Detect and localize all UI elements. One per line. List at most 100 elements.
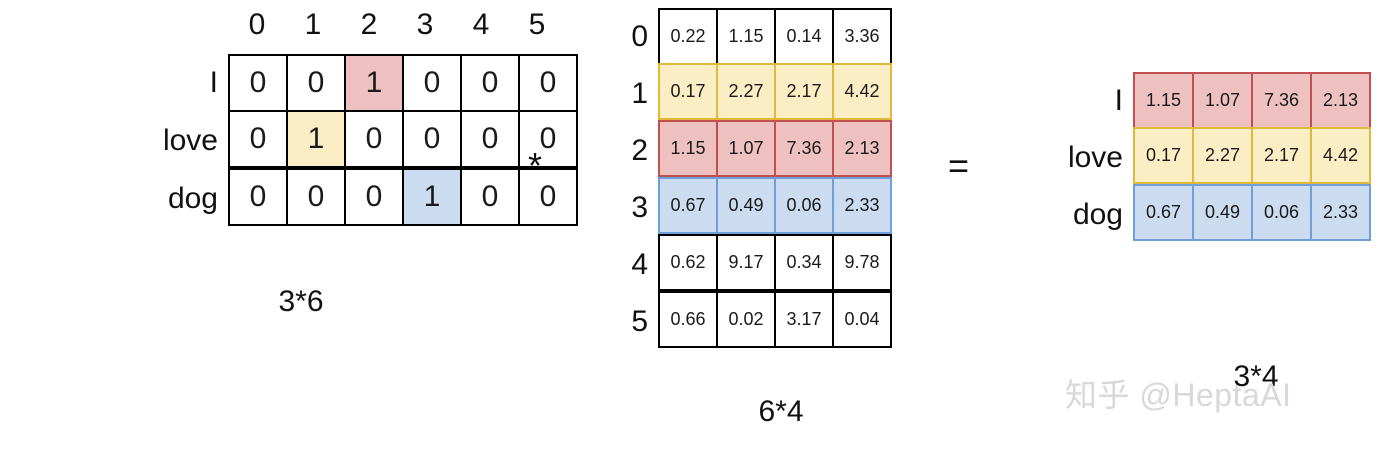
result-cell: 0.67	[1133, 184, 1194, 241]
embedding-cell: 9.17	[716, 234, 776, 291]
result-cell: 2.33	[1310, 184, 1371, 241]
embedding-row-label: 5	[631, 304, 648, 338]
embedding-cell: 2.27	[716, 63, 776, 120]
embedding-cell: 0.14	[774, 8, 834, 65]
one-hot-row-label: love	[162, 124, 218, 157]
result-cell: 0.49	[1192, 184, 1253, 241]
result-cell: 7.36	[1251, 72, 1312, 129]
result-row-label: I	[1114, 83, 1123, 117]
embedding-cell: 0.66	[658, 291, 718, 348]
one-hot-cell: 0	[402, 110, 462, 168]
result-row-label: dog	[1072, 197, 1123, 231]
result-cell: 1.07	[1192, 72, 1253, 129]
embedding-cell: 0.34	[774, 234, 834, 291]
embedding-cell: 0.02	[716, 291, 776, 348]
one-hot-col-header: 2	[360, 8, 378, 41]
embedding-row-label: 4	[631, 247, 648, 281]
one-hot-cell: 0	[344, 168, 404, 226]
embedding-cell: 4.42	[832, 63, 892, 120]
one-hot-cell: 1	[286, 110, 346, 168]
one-hot-col-header: 1	[304, 8, 322, 41]
one-hot-cell: 1	[344, 54, 404, 112]
embedding-cell: 7.36	[774, 120, 834, 177]
embedding-cell: 0.17	[658, 63, 718, 120]
one-hot-cell: 1	[402, 168, 462, 226]
result-cell: 0.17	[1133, 127, 1194, 184]
embedding-row-label: 1	[631, 76, 648, 110]
result-caption: 3*4	[1233, 360, 1279, 393]
one-hot-cell: 0	[344, 110, 404, 168]
one-hot-col-header: 5	[528, 8, 546, 41]
one-hot-col-header: 4	[472, 8, 490, 41]
one-hot-cell: 0	[402, 54, 462, 112]
embedding-cell: 1.15	[716, 8, 776, 65]
embedding-cell: 3.36	[832, 8, 892, 65]
embedding-cell: 9.78	[832, 234, 892, 291]
result-row-label: love	[1067, 140, 1123, 174]
one-hot-row-label: I	[209, 66, 218, 99]
one-hot-cell: 0	[460, 110, 520, 168]
one-hot-cell: 0	[518, 110, 578, 168]
one-hot-cell: 0	[286, 54, 346, 112]
embedding-cell: 1.07	[716, 120, 776, 177]
embedding-cell: 0.06	[774, 177, 834, 234]
one-hot-column-headers: 0 1 2 3 4 5	[120, 10, 578, 54]
equals-operator: =	[948, 145, 970, 186]
result-cell: 0.06	[1251, 184, 1312, 241]
embedding-cell: 3.17	[774, 291, 834, 348]
one-hot-cell: 0	[460, 54, 520, 112]
embedding-row-label: 2	[631, 133, 648, 167]
embedding-cell: 2.17	[774, 63, 834, 120]
multiply-operator: *	[528, 145, 543, 186]
result-cell: 2.27	[1192, 127, 1253, 184]
one-hot-cell: 0	[228, 110, 288, 168]
one-hot-row-label: dog	[167, 182, 218, 215]
one-hot-col-header: 3	[416, 8, 434, 41]
one-hot-cell: 0	[518, 54, 578, 112]
one-hot-col-header: 0	[248, 8, 266, 41]
embedding-row-label: 0	[631, 19, 648, 53]
one-hot-cell: 0	[228, 168, 288, 226]
embedding-cell: 0.22	[658, 8, 718, 65]
embedding-caption: 6*4	[758, 395, 804, 428]
embedding-cell: 2.33	[832, 177, 892, 234]
result-cell: 4.42	[1310, 127, 1371, 184]
result-cell: 2.17	[1251, 127, 1312, 184]
watermark: 知乎 @HeptaAI	[1065, 377, 1292, 413]
embedding-cell: 2.13	[832, 120, 892, 177]
embedding-cell: 1.15	[658, 120, 718, 177]
embedding-row-label: 3	[631, 190, 648, 224]
one-hot-cell: 0	[228, 54, 288, 112]
one-hot-cell: 0	[286, 168, 346, 226]
embedding-cell: 0.49	[716, 177, 776, 234]
